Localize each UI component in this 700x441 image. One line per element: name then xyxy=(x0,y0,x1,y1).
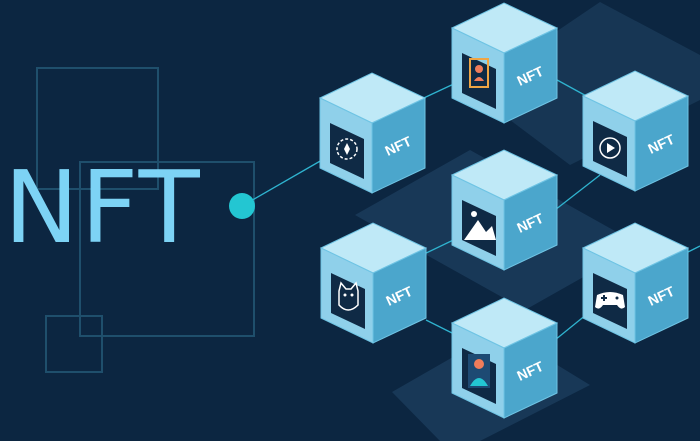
cube-compass: NFT xyxy=(319,72,426,194)
connection-dot xyxy=(229,193,255,219)
cat-icon xyxy=(338,281,359,311)
cube-cat: NFT xyxy=(320,222,427,344)
landscape-image-icon xyxy=(464,211,496,240)
cube-play: NFT xyxy=(582,70,689,192)
person-icon xyxy=(468,354,490,388)
page-title: NFT xyxy=(4,149,202,266)
portrait-frame-icon xyxy=(469,58,489,88)
outline-squares xyxy=(36,67,255,373)
cube-landscape: NFT xyxy=(451,149,558,271)
cube-portrait-frame: NFT xyxy=(451,2,558,124)
cube-gamepad: NFT xyxy=(582,222,689,344)
compass-icon xyxy=(336,138,358,160)
play-icon xyxy=(599,137,621,159)
gamepad-icon xyxy=(595,292,625,309)
cube-person: NFT xyxy=(451,297,558,419)
